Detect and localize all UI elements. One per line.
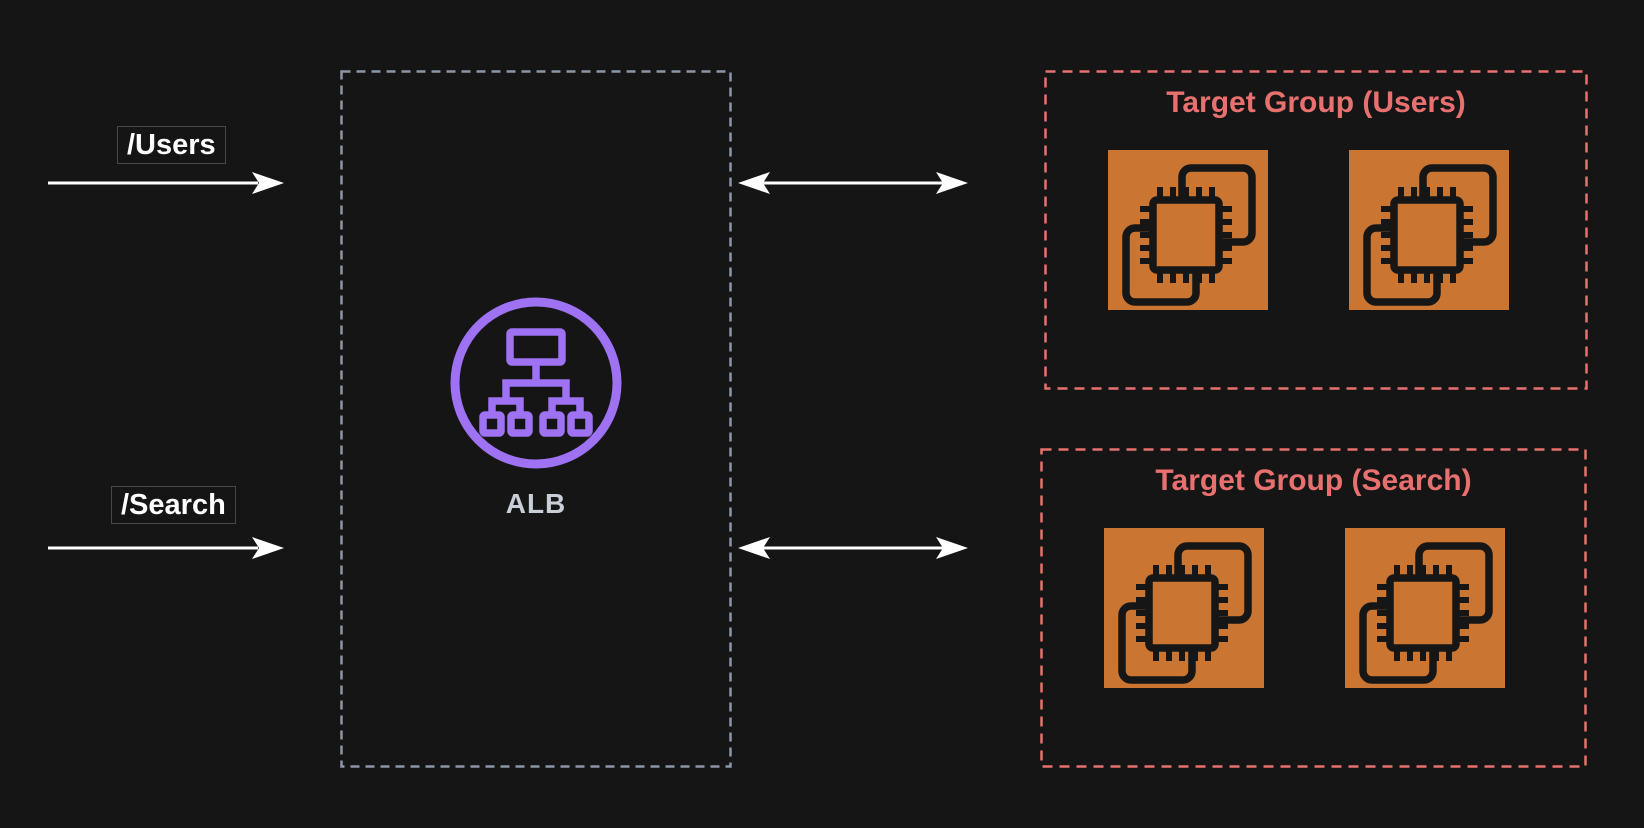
ec2-chip-icon	[1349, 150, 1509, 310]
alb-boundary-box: ALB	[340, 70, 732, 768]
ec2-instance-tile	[1108, 150, 1268, 310]
target-group-search-box: Target Group (Search)	[1040, 448, 1587, 768]
arrow-right-users-icon	[48, 172, 284, 194]
dashed-border	[340, 70, 732, 768]
ec2-chip-icon	[1104, 528, 1264, 688]
target-group-search-title: Target Group (Search)	[1155, 464, 1472, 497]
dashed-border	[1044, 70, 1588, 390]
double-arrow-search-icon	[738, 537, 968, 559]
ec2-instance-tile	[1349, 150, 1509, 310]
route-label-users: /Users	[117, 126, 226, 164]
ec2-instance-tile	[1104, 528, 1264, 688]
ec2-chip-icon	[1345, 528, 1505, 688]
ec2-instance-tile	[1345, 528, 1505, 688]
target-group-users-box: Target Group (Users)	[1044, 70, 1588, 390]
dashed-border	[1040, 448, 1587, 768]
arrow-right-search-icon	[48, 537, 284, 559]
route-label-search: /Search	[111, 486, 236, 524]
alb-label: ALB	[505, 488, 567, 519]
double-arrow-users-icon	[738, 172, 968, 194]
load-balancer-icon	[450, 297, 622, 469]
target-group-users-title: Target Group (Users)	[1166, 86, 1466, 119]
ec2-chip-icon	[1108, 150, 1268, 310]
